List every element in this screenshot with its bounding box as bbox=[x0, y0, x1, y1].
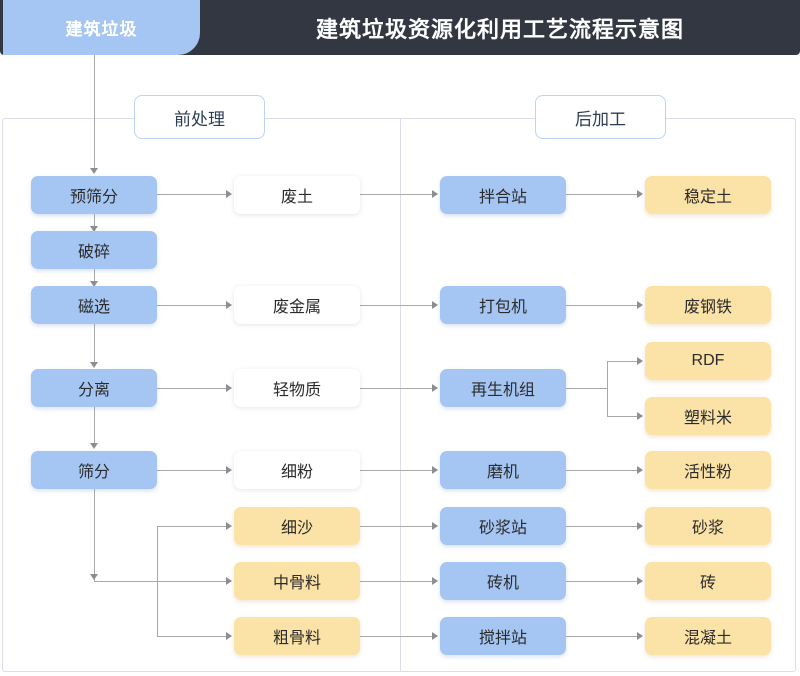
arrowhead-regen-unit bbox=[432, 384, 438, 392]
connector-mixing-station-to-stabilized-soil bbox=[565, 194, 639, 195]
connector-fine-sand-to-mortar-station bbox=[360, 526, 434, 527]
stage-label-post-processing: 后加工 bbox=[535, 95, 666, 139]
node-light-material[interactable]: 轻物质 bbox=[234, 369, 360, 407]
arrowhead-mixing-station bbox=[432, 190, 438, 198]
connector-coarse-aggregate-to-concrete-station bbox=[360, 636, 434, 637]
connector-prescreen-to-crush bbox=[94, 213, 95, 228]
node-coarse-aggregate[interactable]: 粗骨料 bbox=[234, 617, 360, 655]
connector-magnetic-to-separate bbox=[94, 324, 95, 364]
arrowhead-separate bbox=[90, 362, 98, 368]
page-title: 建筑垃圾资源化利用工艺流程示意图 bbox=[315, 16, 684, 42]
connector-fine-powder-to-mill bbox=[360, 470, 434, 471]
node-active-powder[interactable]: 活性粉 bbox=[645, 451, 771, 489]
node-scrap-steel[interactable]: 废钢铁 bbox=[645, 286, 771, 324]
arrowhead-light-material bbox=[226, 384, 232, 392]
connector-mortar-station-to-mortar bbox=[565, 526, 639, 527]
connector-separate-to-light-material bbox=[157, 388, 228, 389]
arrowhead-prescreen bbox=[90, 168, 98, 174]
node-fine-sand[interactable]: 细沙 bbox=[234, 507, 360, 545]
connector-magnetic-to-scrap-metal bbox=[157, 305, 228, 306]
connector-bus-to-coarse-aggregate bbox=[157, 636, 228, 637]
node-mortar-station[interactable]: 砂浆站 bbox=[440, 507, 566, 545]
node-brick-machine[interactable]: 砖机 bbox=[440, 562, 566, 600]
connector-medium-aggregate-to-brick-machine bbox=[360, 581, 434, 582]
node-brick[interactable]: 砖 bbox=[645, 562, 771, 600]
arrowhead-brick bbox=[637, 577, 643, 585]
connector-bus-to-medium-aggregate bbox=[94, 581, 228, 582]
node-pre-screening[interactable]: 预筛分 bbox=[31, 176, 157, 214]
node-separation[interactable]: 分离 bbox=[31, 369, 157, 407]
connector-screen-to-fine-powder bbox=[157, 470, 228, 471]
arrowhead-coarse-aggregate bbox=[226, 632, 232, 640]
node-scrap-metal[interactable]: 废金属 bbox=[234, 286, 360, 324]
connector-scrap-metal-to-baler bbox=[360, 305, 434, 306]
arrowhead-baler bbox=[432, 301, 438, 309]
arrowhead-brick-machine bbox=[432, 577, 438, 585]
connector-regen-unit-riser bbox=[607, 361, 608, 417]
arrowhead-magnetic bbox=[90, 281, 98, 287]
node-fine-powder[interactable]: 细粉 bbox=[234, 451, 360, 489]
connector-crush-to-magnetic bbox=[94, 268, 95, 283]
connector-regen-to-plastic-pellets bbox=[607, 416, 639, 417]
node-screening[interactable]: 筛分 bbox=[31, 451, 157, 489]
connector-brick-machine-to-brick bbox=[565, 581, 639, 582]
connector-mill-to-active-powder bbox=[565, 470, 639, 471]
arrowhead-active-powder bbox=[637, 466, 643, 474]
stage-label-pre-processing: 前处理 bbox=[134, 95, 265, 139]
arrowhead-concrete bbox=[637, 632, 643, 640]
connector-bus-to-fine-sand bbox=[157, 526, 228, 527]
arrowhead-fine-sand bbox=[226, 522, 232, 530]
node-waste-soil[interactable]: 废土 bbox=[234, 176, 360, 214]
arrowhead-mortar-station bbox=[432, 522, 438, 530]
node-magnetic-separation[interactable]: 磁选 bbox=[31, 286, 157, 324]
arrowhead-stabilized-soil bbox=[637, 190, 643, 198]
node-mortar[interactable]: 砂浆 bbox=[645, 507, 771, 545]
connector-regen-unit-stem bbox=[565, 388, 608, 389]
node-regeneration-unit[interactable]: 再生机组 bbox=[440, 369, 566, 407]
node-stabilized-soil[interactable]: 稳定土 bbox=[645, 176, 771, 214]
node-concrete[interactable]: 混凝土 bbox=[645, 617, 771, 655]
arrowhead-medium-aggregate bbox=[226, 577, 232, 585]
arrowhead-mill bbox=[432, 466, 438, 474]
connector-prescreen-to-waste-soil bbox=[157, 194, 228, 195]
node-concrete-mixing-station[interactable]: 搅拌站 bbox=[440, 617, 566, 655]
header-tab-construction-waste[interactable]: 建筑垃圾 bbox=[3, 0, 200, 55]
node-plastic-pellets[interactable]: 塑料米 bbox=[645, 397, 771, 435]
connector-concrete-station-to-concrete bbox=[565, 636, 639, 637]
node-rdf[interactable]: RDF bbox=[645, 342, 771, 380]
arrowhead-plastic-pellets bbox=[637, 412, 643, 420]
arrowhead-mortar bbox=[637, 522, 643, 530]
connector-separate-to-screen bbox=[94, 407, 95, 445]
arrowhead-fine-powder bbox=[226, 466, 232, 474]
node-mill[interactable]: 磨机 bbox=[440, 451, 566, 489]
section-divider bbox=[400, 118, 401, 672]
arrowhead-scrap-metal bbox=[226, 301, 232, 309]
arrowhead-screen-down bbox=[90, 574, 98, 580]
node-medium-aggregate[interactable]: 中骨料 bbox=[234, 562, 360, 600]
connector-baler-to-scrap-steel bbox=[565, 305, 639, 306]
connector-waste-to-prescreen bbox=[94, 55, 95, 168]
connector-light-material-to-regen-unit bbox=[360, 388, 434, 389]
node-crushing[interactable]: 破碎 bbox=[31, 231, 157, 269]
arrowhead-concrete-station bbox=[432, 632, 438, 640]
node-mixing-station[interactable]: 拌合站 bbox=[440, 176, 566, 214]
arrowhead-screen bbox=[90, 443, 98, 449]
connector-regen-to-rdf bbox=[607, 361, 639, 362]
arrowhead-waste-soil bbox=[226, 190, 232, 198]
connector-screen-down bbox=[94, 489, 95, 581]
arrowhead-scrap-steel bbox=[637, 301, 643, 309]
connector-waste-soil-to-mixing-station bbox=[360, 194, 434, 195]
connector-aggregate-riser bbox=[157, 526, 158, 637]
arrowhead-rdf bbox=[637, 357, 643, 365]
node-baler[interactable]: 打包机 bbox=[440, 286, 566, 324]
arrowhead-crush bbox=[90, 226, 98, 232]
